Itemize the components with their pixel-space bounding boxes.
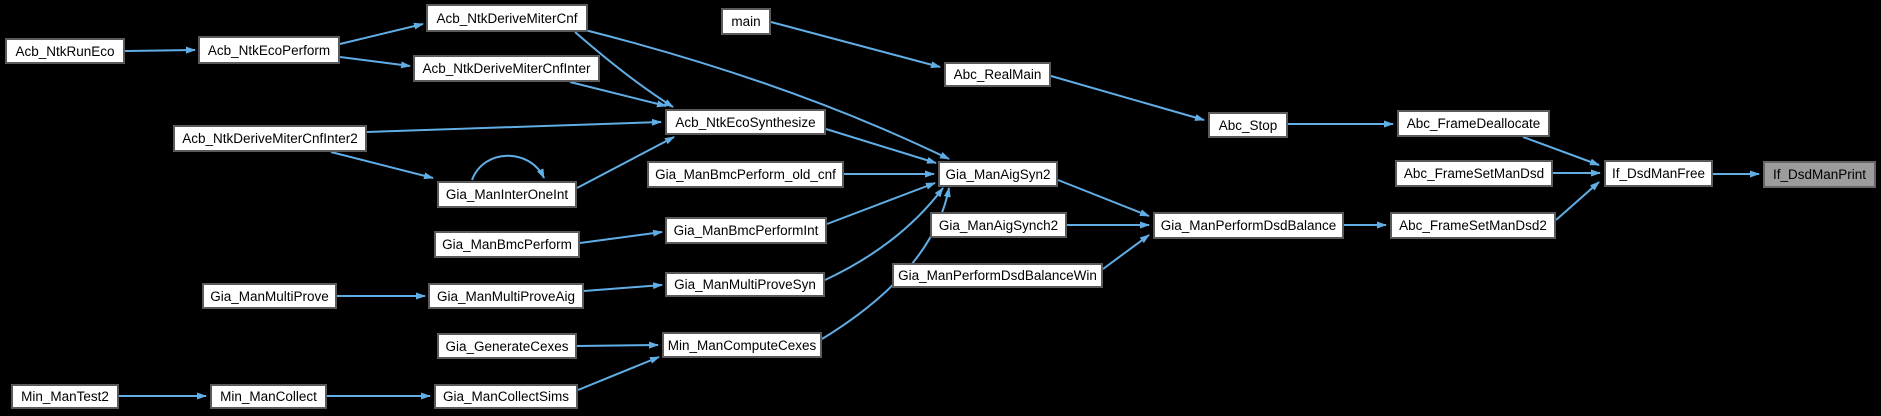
graph-node-Gia_ManPerformDsdBalance[interactable]: Gia_ManPerformDsdBalance xyxy=(1153,212,1344,239)
graph-node-Gia_ManBmcPerform_old_cnf[interactable]: Gia_ManBmcPerform_old_cnf xyxy=(647,161,844,188)
edge-Abc_RealMain--Abc_Stop xyxy=(1050,75,1205,121)
graph-node-Gia_ManCollectSims[interactable]: Gia_ManCollectSims xyxy=(434,384,578,409)
graph-node-main[interactable]: main xyxy=(721,8,771,35)
graph-node-Min_ManTest2[interactable]: Min_ManTest2 xyxy=(11,384,119,409)
edge-Gia_ManInterOneInt--Acb_NtkEcoSynthesize xyxy=(576,136,675,189)
graph-node-Gia_ManPerformDsdBalanceWin[interactable]: Gia_ManPerformDsdBalanceWin xyxy=(892,263,1103,288)
edge-main--Abc_RealMain xyxy=(770,21,941,69)
edge-Acb_NtkEcoPerform--Acb_NtkDeriveMiterCnfInter xyxy=(339,56,411,69)
graph-node-Acb_NtkDeriveMiterCnfInter[interactable]: Acb_NtkDeriveMiterCnfInter xyxy=(413,55,600,82)
graph-node-Acb_NtkDeriveMiterCnfInter2[interactable]: Acb_NtkDeriveMiterCnfInter2 xyxy=(173,125,367,152)
graph-node-Abc_FrameSetManDsd[interactable]: Abc_FrameSetManDsd xyxy=(1395,160,1553,187)
graph-node-Gia_ManBmcPerformInt[interactable]: Gia_ManBmcPerformInt xyxy=(665,217,827,244)
graph-node-Gia_ManMultiProveSyn[interactable]: Gia_ManMultiProveSyn xyxy=(665,272,825,297)
graph-node-Gia_ManInterOneInt[interactable]: Gia_ManInterOneInt xyxy=(437,181,577,208)
edge-Gia_ManBmcPerform--Gia_ManBmcPerformInt xyxy=(579,229,663,244)
graph-node-If_DsdManFree[interactable]: If_DsdManFree xyxy=(1604,160,1713,187)
edge-Gia_ManPerformDsdBalanceWin--Gia_ManPerformDsdBalance xyxy=(1102,234,1150,270)
graph-node-Gia_ManAigSyn2[interactable]: Gia_ManAigSyn2 xyxy=(938,161,1058,187)
edge-Gia_ManBmcPerformInt--Gia_ManAigSyn2 xyxy=(826,182,936,225)
edge-Acb_NtkDeriveMiterCnfInter2--Gia_ManInterOneInt xyxy=(330,151,434,180)
graph-node-Gia_ManBmcPerform[interactable]: Gia_ManBmcPerform xyxy=(434,231,580,258)
graph-node-Gia_ManMultiProveAig[interactable]: Gia_ManMultiProveAig xyxy=(428,283,584,309)
edge-Gia_ManAigSyn2--Gia_ManPerformDsdBalance xyxy=(1057,179,1150,217)
graph-node-Abc_FrameSetManDsd2[interactable]: Abc_FrameSetManDsd2 xyxy=(1390,212,1556,239)
edge-Gia_GenerateCexes--Min_ManComputeCexes xyxy=(576,341,659,349)
graph-node-Acb_NtkEcoPerform[interactable]: Acb_NtkEcoPerform xyxy=(198,36,340,64)
graph-node-Acb_NtkEcoSynthesize[interactable]: Acb_NtkEcoSynthesize xyxy=(665,109,826,135)
edge-Gia_ManMultiProveAig--Gia_ManMultiProveSyn xyxy=(583,282,663,292)
graph-node-Acb_NtkRunEco[interactable]: Acb_NtkRunEco xyxy=(5,38,125,64)
graph-node-Min_ManCollect[interactable]: Min_ManCollect xyxy=(210,384,327,409)
graph-node-Abc_RealMain[interactable]: Abc_RealMain xyxy=(944,62,1051,87)
edge-Acb_NtkRunEco--Acb_NtkEcoPerform xyxy=(124,46,196,54)
graph-node-Gia_ManMultiProve[interactable]: Gia_ManMultiProve xyxy=(202,283,337,309)
graph-node-Min_ManComputeCexes[interactable]: Min_ManComputeCexes xyxy=(662,332,822,358)
edge-Abc_FrameDeallocate--If_DsdManFree xyxy=(1522,136,1600,166)
graph-node-Abc_Stop[interactable]: Abc_Stop xyxy=(1208,112,1288,138)
edge-Gia_ManMultiProveSyn--Gia_ManAigSyn2 xyxy=(824,187,944,281)
edge-Gia_ManCollectSims--Min_ManComputeCexes xyxy=(577,356,660,391)
graph-node-Abc_FrameDeallocate[interactable]: Abc_FrameDeallocate xyxy=(1397,110,1550,137)
graph-node-Acb_NtkDeriveMiterCnf[interactable]: Acb_NtkDeriveMiterCnf xyxy=(426,4,588,32)
graph-node-Gia_ManAigSynch2[interactable]: Gia_ManAigSynch2 xyxy=(930,212,1067,238)
edge-Acb_NtkEcoPerform--Acb_NtkDeriveMiterCnf xyxy=(339,22,424,45)
graph-node-Gia_GenerateCexes[interactable]: Gia_GenerateCexes xyxy=(437,333,577,359)
edge-Acb_NtkDeriveMiterCnfInter--Acb_NtkEcoSynthesize xyxy=(569,81,667,108)
graph-node-If_DsdManPrint: If_DsdManPrint xyxy=(1763,161,1876,188)
edge-Abc_FrameSetManDsd2--If_DsdManFree xyxy=(1555,181,1600,221)
edge-Gia_ManInterOneInt--Gia_ManInterOneInt xyxy=(471,154,545,181)
edge-Acb_NtkDeriveMiterCnf--Gia_ManAigSyn2 xyxy=(584,29,950,160)
edge-Acb_NtkDeriveMiterCnfInter2--Acb_NtkEcoSynthesize xyxy=(366,118,662,133)
edge-Acb_NtkEcoSynthesize--Gia_ManAigSyn2 xyxy=(825,128,937,164)
